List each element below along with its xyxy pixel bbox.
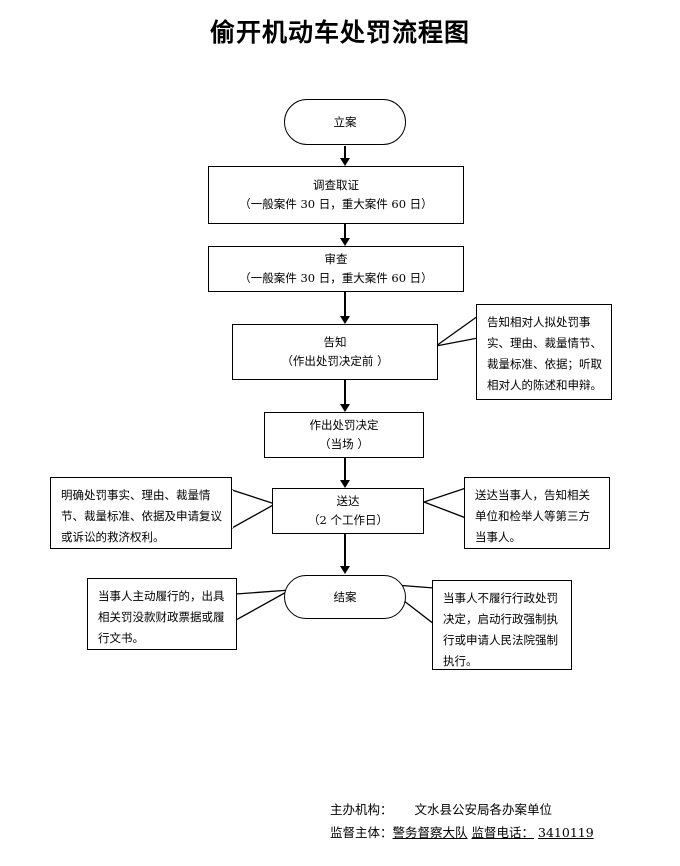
- arrowhead-serve: [340, 480, 350, 488]
- footer: 主办机构： 文水县公安局各办案单位 监督主体：警务督察大队 监督电话： 34101…: [0, 798, 680, 844]
- flow-node-serve[interactable]: 送达 （2 个工作日）: [272, 488, 424, 534]
- flow-node-filing-line1: 立案: [333, 114, 357, 129]
- flow-node-filing[interactable]: 立案: [284, 99, 406, 145]
- callout-serve-left-note: 明确处罚事实、理由、裁量情节、裁量标准、依据及申请复议或诉讼的救济权利。: [50, 477, 232, 549]
- flow-node-serve-line1: 送达: [336, 494, 360, 508]
- arrowhead-notify: [340, 316, 350, 324]
- footer-line-1: 主办机构： 文水县公安局各办案单位: [0, 798, 680, 821]
- flow-node-close-line1: 结案: [333, 589, 357, 604]
- flow-node-decision-line1: 作出处罚决定: [309, 418, 379, 432]
- footer-supervisor-label: 监督主体：: [330, 825, 393, 840]
- callout-serve-right-note: 送达当事人，告知相关单位和检举人等第三方当事人。: [464, 477, 610, 549]
- flow-node-investigate-line1: 调查取证: [313, 178, 359, 192]
- flow-node-review-line1: 审查: [324, 252, 348, 266]
- footer-org-label: 主办机构：: [330, 802, 393, 817]
- arrowhead-investigate: [340, 158, 350, 166]
- flow-node-review[interactable]: 审查 （一般案件 30 日，重大案件 60 日）: [208, 246, 464, 292]
- arrowhead-close: [340, 566, 350, 574]
- connector-serve-close: [344, 534, 346, 570]
- connector-review-notify: [344, 292, 346, 320]
- connector-investigate-review: [344, 224, 346, 240]
- flow-node-notify[interactable]: 告知 （作出处罚决定前 ）: [232, 324, 438, 380]
- callout-close-right-note: 当事人不履行行政处罚决定，启动行政强制执行或申请人民法院强制执行。: [432, 580, 572, 670]
- flow-node-decision[interactable]: 作出处罚决定 （当场 ）: [264, 412, 424, 458]
- footer-line-2: 监督主体：警务督察大队 监督电话： 3410119: [0, 821, 680, 844]
- flow-node-notify-line1: 告知: [323, 335, 347, 349]
- footer-phone-label: 监督电话：: [471, 825, 535, 840]
- page-title: 偷开机动车处罚流程图: [209, 18, 470, 47]
- flow-node-close[interactable]: 结案: [284, 575, 406, 619]
- callout-notify-note: 告知相对人拟处罚事实、理由、裁量情节、裁量标准、依据；听取相对人的陈述和申辩。: [476, 304, 612, 400]
- flow-node-decision-line2: （当场 ）: [319, 437, 369, 451]
- flow-node-serve-line2: （2 个工作日）: [308, 513, 388, 527]
- arrowhead-decision: [340, 404, 350, 412]
- flow-node-investigate[interactable]: 调查取证 （一般案件 30 日，重大案件 60 日）: [208, 166, 464, 224]
- flow-node-investigate-line2: （一般案件 30 日，重大案件 60 日）: [239, 197, 433, 211]
- flow-node-notify-line2: （作出处罚决定前 ）: [281, 354, 389, 368]
- callout-close-left-note: 当事人主动履行的，出具相关罚没款财政票据或履行文书。: [87, 578, 237, 650]
- arrowhead-review: [340, 238, 350, 246]
- footer-phone-value: 3410119: [538, 825, 594, 840]
- footer-supervisor-value: 警务督察大队: [392, 825, 468, 840]
- footer-org-value: 文水县公安局各办案单位: [414, 802, 553, 817]
- flow-node-review-line2: （一般案件 30 日，重大案件 60 日）: [239, 271, 433, 285]
- connector-notify-decision: [344, 380, 346, 408]
- connector-filing-investigate: [344, 146, 346, 160]
- connector-decision-serve: [344, 458, 346, 484]
